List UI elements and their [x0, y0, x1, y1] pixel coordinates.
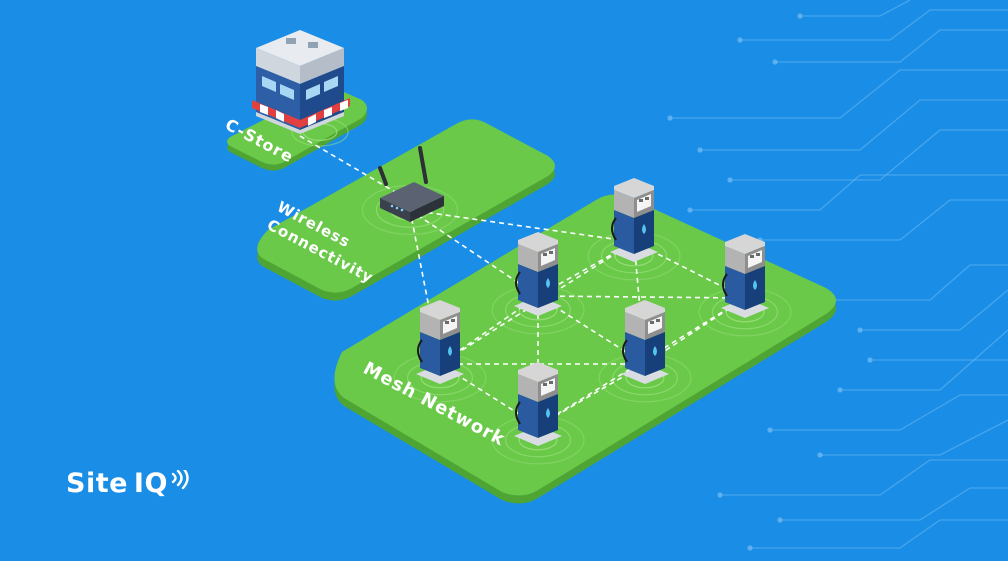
fuel-pump-icon	[610, 178, 658, 262]
brand-text-right: IQ	[133, 468, 168, 499]
fuel-pump-icon	[621, 300, 669, 384]
fuel-pump-icon	[514, 232, 562, 316]
brand-text-left: Site	[66, 468, 128, 499]
fuel-pumps	[416, 178, 769, 446]
cstore-building-icon	[252, 30, 350, 134]
fuel-pump-icon	[514, 362, 562, 446]
mesh-plate	[334, 194, 836, 504]
fuel-pump-icon	[721, 234, 769, 318]
signal-wave-icon	[171, 470, 189, 490]
fuel-pump-icon	[416, 300, 464, 384]
wifi-router-icon	[378, 146, 444, 222]
